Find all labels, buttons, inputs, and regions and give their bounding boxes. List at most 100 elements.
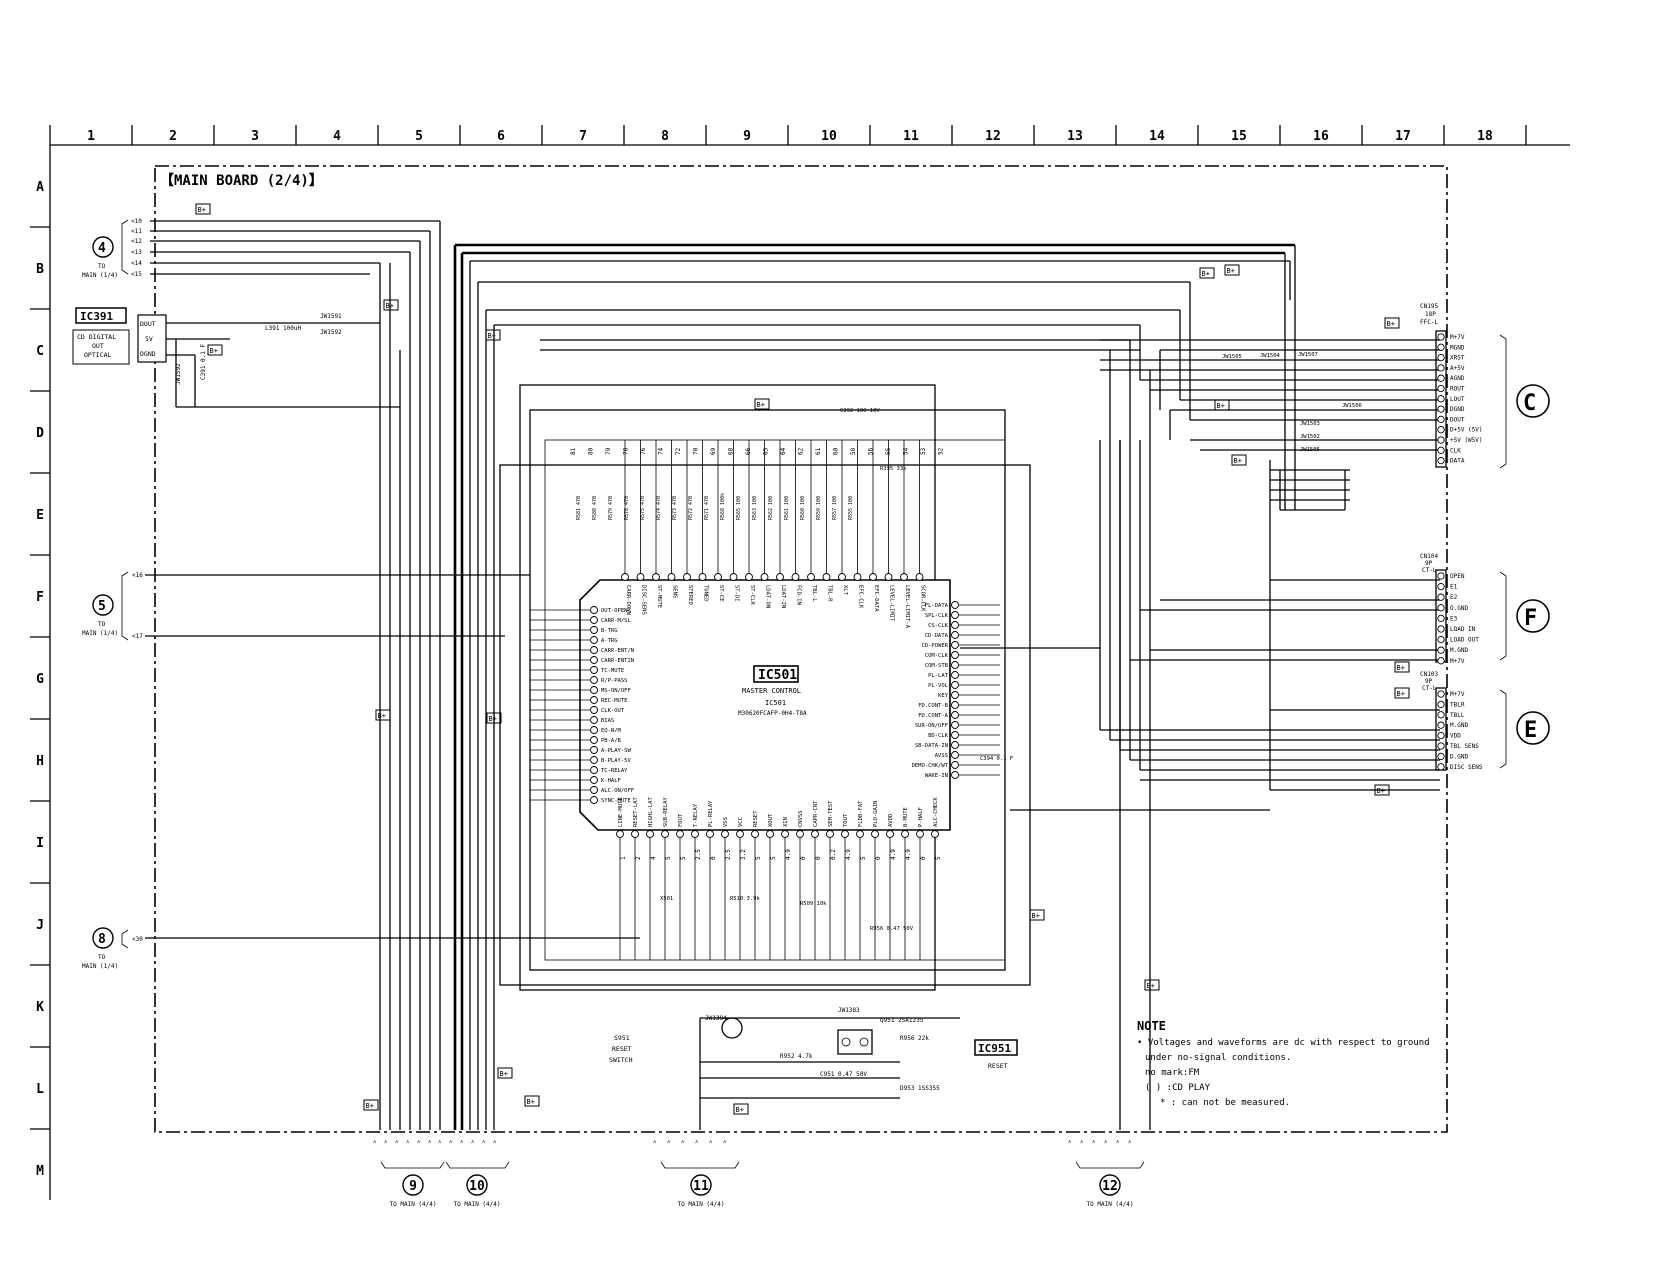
- col-label: 17: [1395, 129, 1411, 144]
- ic501-right-pin: COM-CLK: [925, 653, 949, 659]
- ic501-bottom-pin: T-RELAY: [693, 803, 699, 827]
- bottom-connector-num: 11: [693, 1179, 709, 1194]
- bottom-connector-pin: <: [447, 1140, 453, 1144]
- ic951-desc: RESET: [988, 1062, 1008, 1070]
- cn104-pin: OPEN: [1450, 573, 1465, 580]
- bottom-connector-to: TO MAIN (4/4): [454, 1201, 501, 1208]
- top-net-number: 79: [605, 447, 612, 455]
- col-label: 7: [579, 129, 587, 144]
- part-label: JW1507: [1298, 352, 1318, 358]
- bottom-connector-pin: <: [480, 1140, 486, 1144]
- resistor-label: R572 470: [688, 496, 694, 520]
- cn103-pin: TBLR: [1450, 701, 1465, 708]
- part-label: JW1503: [1300, 421, 1320, 427]
- top-net-number: 80: [588, 447, 595, 455]
- bottom-connector-to: TO MAIN (4/4): [1087, 1201, 1134, 1208]
- ic501-right-pin: PL-VOL: [928, 683, 949, 689]
- bottom-connector-pin: <: [707, 1140, 713, 1144]
- resistor-label: R559 100: [816, 496, 822, 520]
- row-label: C: [36, 344, 44, 359]
- ic391-pin-dout: DOUT: [140, 320, 156, 328]
- connector-5: 5 TO MAIN (1/4) <16 <17: [82, 571, 530, 641]
- connector-4-pin: <10: [131, 218, 142, 225]
- b-plus-label: B+: [757, 401, 765, 409]
- part-label: X501: [660, 896, 673, 902]
- ic501-left-pin: PB-A/B: [601, 738, 622, 744]
- cn104-letter: F: [1524, 606, 1537, 631]
- top-net-number: 70: [693, 447, 700, 455]
- ic501-bottom-pin: PL-RELAY: [708, 800, 714, 827]
- resistor-label: R557 100: [832, 496, 838, 520]
- ic501-right-pin: WAKE-IN: [925, 773, 948, 779]
- cn103-type: CT-L: [1422, 685, 1437, 692]
- ic501-top-pin: ST-CE: [718, 585, 724, 602]
- bottom-voltage: 1: [620, 856, 627, 860]
- ic501-left-pin: A-TRG: [601, 638, 618, 644]
- top-net-number: 61: [815, 447, 822, 455]
- ic391-pin-5v: 5V: [145, 335, 153, 343]
- bottom-voltage: 2: [635, 856, 642, 860]
- jw1591-label: JW1591: [320, 313, 342, 320]
- ic501-right-pin: SUR-ON/OFF: [915, 723, 948, 729]
- bus-lines-top: [150, 220, 1440, 1130]
- row-label: J: [36, 918, 44, 933]
- col-label: 1: [87, 129, 95, 144]
- top-net-number: 65: [763, 447, 770, 455]
- ic501-left-pin: CARR-M/SL: [601, 618, 631, 624]
- ic501-left-pin: K-HALF: [601, 778, 621, 784]
- b-plus-label: B+: [489, 715, 497, 723]
- note-line-2: under no-signal conditions.: [1145, 1053, 1291, 1063]
- bottom-voltage: 4.9: [785, 849, 792, 860]
- ic501-top-pin: TUNED: [703, 585, 709, 602]
- cn195-ref: CN195: [1420, 303, 1438, 310]
- note-block: NOTE • Voltages and waveforms are dc wit…: [1137, 1019, 1430, 1108]
- bottom-connector-pin: <: [415, 1140, 421, 1144]
- row-label: D: [36, 426, 44, 441]
- s951-switch: SWITCH: [609, 1056, 633, 1064]
- ic501-top-pin: LDAT-ON: [765, 585, 771, 608]
- bottom-connector-to: TO MAIN (4/4): [678, 1201, 725, 1208]
- ic501-top-pin: ST-DI: [734, 585, 740, 602]
- connector-5-num: 5: [98, 599, 106, 614]
- note-title: NOTE: [1137, 1019, 1166, 1033]
- cn104-pin: LOAD OUT: [1450, 637, 1479, 644]
- bottom-connector-pin: <: [1114, 1140, 1120, 1144]
- resistor-label: R580 470: [592, 496, 598, 520]
- connector-4-pin: <11: [131, 228, 142, 235]
- ic501-right-pin: CD-POWER: [922, 643, 949, 649]
- ic501-top-pin: EFC-CLK: [858, 585, 864, 609]
- ic501-right-pin: FD.CONT-A: [918, 713, 948, 719]
- ic501-top-pin: DISC-SENS: [641, 585, 647, 615]
- ic501-bottom-pin: P-HALF: [918, 807, 924, 827]
- ic501-right-pin: KEY: [938, 693, 949, 699]
- note-line-4: ( ) :CD PLAY: [1145, 1083, 1211, 1093]
- bottom-voltage: 5: [770, 856, 777, 860]
- ic951-label: IC951: [978, 1042, 1011, 1055]
- connector-5-pin-16: <16: [132, 572, 143, 579]
- cn104-pin: E3: [1450, 615, 1458, 622]
- note-line-3: no mark:FM: [1145, 1068, 1200, 1078]
- ic501-bottom-pin: SEM-TEST: [828, 800, 834, 827]
- top-net-number: 68: [728, 447, 735, 455]
- resistor-label: R578 470: [624, 496, 630, 520]
- ic501-bottom-pin: PLO-GAIN: [873, 801, 879, 828]
- ic501-left-pin: EQ-N/M: [601, 728, 622, 734]
- bottom-voltage: 4: [650, 856, 657, 860]
- cn195-pin: D+5V (5V): [1450, 427, 1483, 434]
- d953-label: C951 0.47 50V: [820, 1071, 867, 1078]
- top-net-number: 56: [868, 447, 875, 455]
- top-net-number: 74: [658, 447, 665, 455]
- ic501-top-pin: SCOR-CLK: [920, 585, 926, 612]
- ic501-ref: IC501: [765, 699, 786, 707]
- col-label: 14: [1149, 129, 1165, 144]
- b-plus-label: B+: [210, 347, 218, 355]
- connector-4-to: TO: [98, 263, 106, 270]
- cn103-ref: CN103: [1420, 671, 1438, 678]
- bottom-connector-pin: <: [426, 1140, 432, 1144]
- ic501-bottom-pin: VCC: [738, 817, 744, 827]
- ic501-left-pin: B-TRG: [601, 628, 618, 634]
- bottom-voltage: 3.2: [740, 849, 747, 860]
- ic501-left-pin: ALC-ON/OFF: [601, 788, 634, 794]
